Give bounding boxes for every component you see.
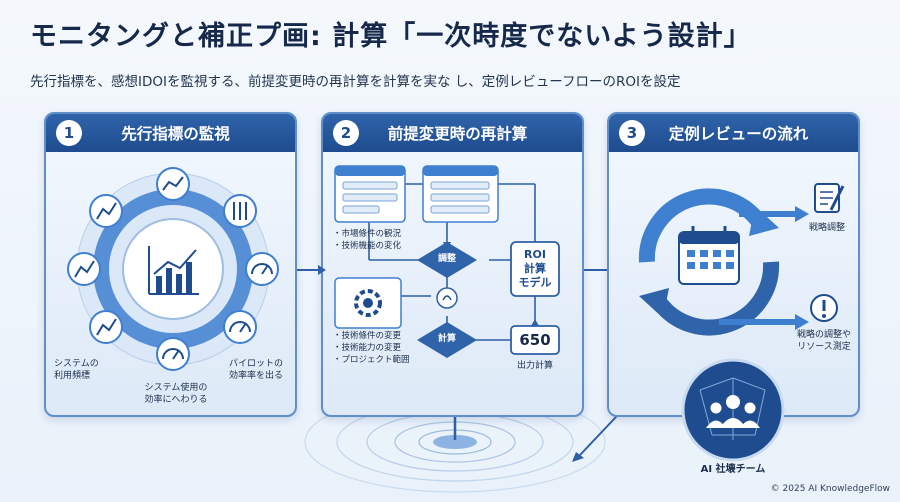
label-strategy-resource: 戦略の調整や リソース測定: [796, 330, 851, 352]
label-adjust: 調整: [437, 254, 456, 264]
panel-header: 3 定例レビューの流れ: [609, 114, 858, 152]
calendar-icon: [678, 226, 740, 285]
copyright-text: © 2025 AI KnowledgeFlow: [770, 484, 890, 494]
label-ai-team: AI 社壊チーム: [700, 464, 766, 475]
roi-model-box: [510, 241, 560, 297]
form-window-left: [334, 165, 406, 223]
team-icon: [706, 395, 760, 428]
panel-leading-indicators: 1 先行指標の監視: [44, 112, 297, 417]
bar-chart-icon: [148, 246, 199, 295]
idea-icon: [436, 287, 458, 309]
page-title: モニタングと補正プ画: 計算「一次時度でないよう設計」: [30, 21, 752, 52]
label-pilot-efficiency: パイロットの 効率率を出る: [228, 359, 283, 381]
note-edit-icon: [814, 183, 845, 213]
gear-icon: [334, 277, 402, 329]
panel-title: 先行指標の監視: [121, 125, 230, 143]
label-system-usage: システムの 利用頻標: [54, 359, 99, 381]
output-value-box: [510, 325, 560, 355]
page-subtitle: 先行指標を、感想IDOIを監視する、前提変更時の再計算を計算を実な し、定例レビ…: [30, 74, 681, 90]
label-roi-model: ROI 計算 モデル: [518, 248, 552, 289]
panel-title: 前提変更時の再計算: [387, 125, 528, 143]
output-value: 650: [519, 331, 551, 349]
form-window-right: [422, 165, 499, 223]
satellite-icons: [67, 167, 279, 371]
step-badge: 3: [619, 120, 645, 146]
review-cycle-diagram: [638, 183, 845, 336]
monitoring-ring-diagram: [67, 167, 279, 371]
panel-header: 1 先行指標の監視: [46, 114, 295, 152]
panel-recalculation: 2 前提変更時の再計算: [321, 112, 584, 417]
recalculation-flow-diagram: [334, 165, 560, 358]
panel-review-flow: 3 定例レビューの流れ: [607, 112, 860, 417]
label-strategy-adjust: 戦略調整: [808, 223, 845, 233]
panel-title: 定例レビューの流れ: [668, 125, 809, 143]
label-market-notes: ・市場條件の観況 ・技術機能の変化: [333, 229, 402, 251]
label-system-efficiency: システム使用の 効率にへわりる: [144, 383, 208, 405]
step-badge: 2: [333, 120, 359, 146]
label-tech-notes: ・技術條件の変更 ・技術能力の変更 ・プロジェクト範囲: [333, 331, 410, 365]
adjust-diamond: [417, 242, 477, 278]
label-calculate: 計算: [437, 334, 456, 344]
alert-icon: [810, 294, 838, 322]
step-badge: 1: [56, 120, 82, 146]
panel-header: 2 前提変更時の再計算: [323, 114, 582, 152]
label-output: 出力計算: [516, 361, 553, 371]
calculate-diamond: [417, 322, 477, 358]
